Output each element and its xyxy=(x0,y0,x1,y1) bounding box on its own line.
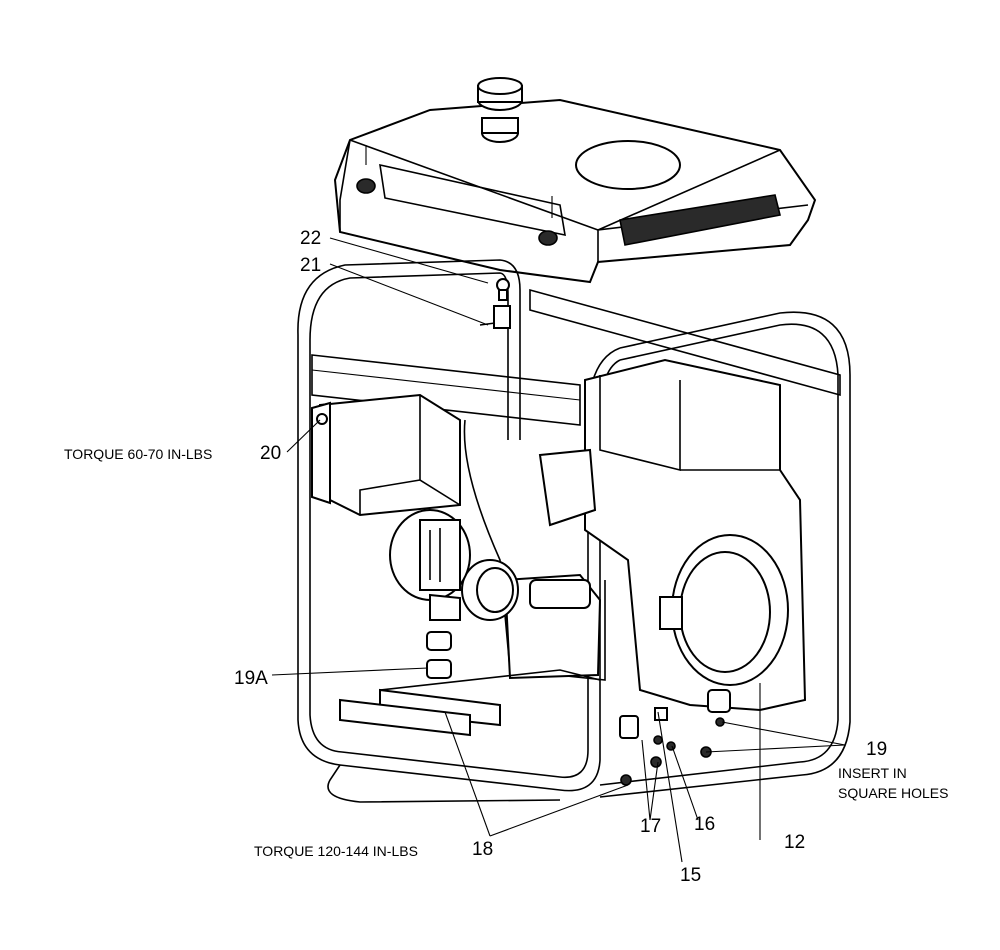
callout-18: 18 xyxy=(472,839,493,860)
vibration-mounts xyxy=(339,631,731,739)
insert-note-line2: SQUARE HOLES xyxy=(838,785,948,801)
hardware xyxy=(316,278,725,786)
callout-19: 19 xyxy=(866,739,887,760)
callout-21: 21 xyxy=(300,255,321,276)
torque-note-20: TORQUE 60-70 IN-LBS xyxy=(64,446,212,462)
fuel-tank xyxy=(333,77,817,284)
engine xyxy=(461,358,807,712)
callout-12: 12 xyxy=(784,832,805,853)
torque-note-18: TORQUE 120-144 IN-LBS xyxy=(254,843,418,859)
insert-note-line1: INSERT IN xyxy=(838,765,907,781)
callout-16: 16 xyxy=(694,814,715,835)
callout-15: 15 xyxy=(680,865,701,886)
callout-20: 20 xyxy=(260,443,281,464)
callout-19a: 19A xyxy=(234,668,268,689)
callout-17: 17 xyxy=(640,816,661,837)
alternator xyxy=(311,393,471,621)
leader-lines xyxy=(271,237,846,863)
callout-22: 22 xyxy=(300,228,321,249)
